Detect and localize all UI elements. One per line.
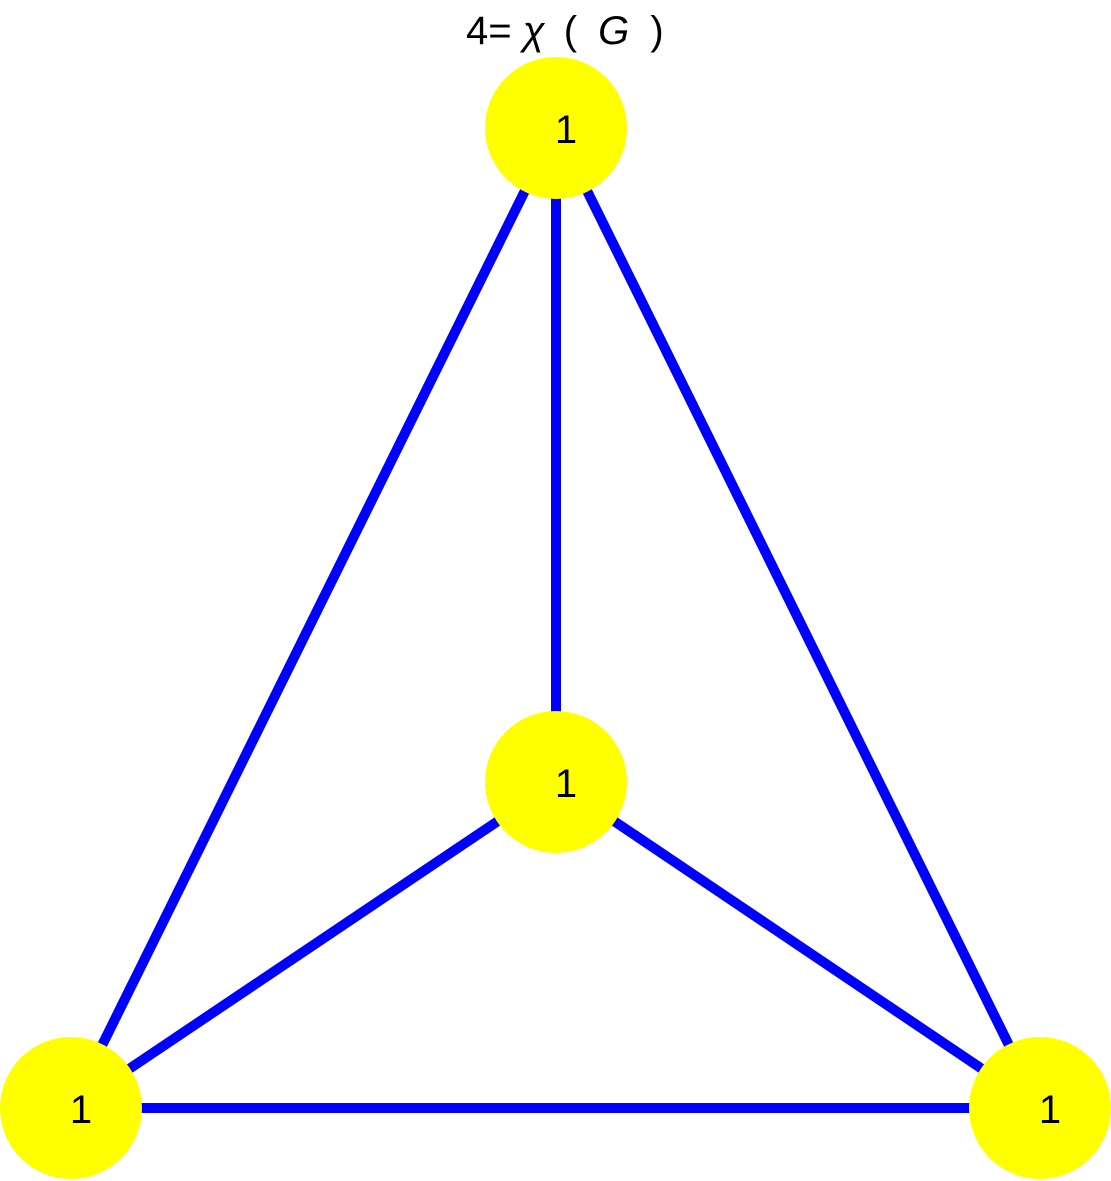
node-label-center: 1 [555,762,577,806]
title-chi: χ [520,9,546,53]
node-center: 1 [485,711,627,853]
node-bottom-left: 1 [0,1037,142,1179]
edge-top-bottom-right [551,125,1045,1111]
node-circle-center [485,711,627,853]
title-open-paren: ( [564,9,578,53]
node-circle-bottom-left [0,1037,142,1179]
node-top: 1 [485,57,627,199]
chromatic-number-title: 4= χ ( G ) [466,9,664,53]
node-bottom-right: 1 [969,1037,1111,1179]
edge-top-bottom-left [66,125,561,1111]
title-graph-symbol: G [598,9,629,53]
node-label-top: 1 [555,108,577,152]
edge-center-bottom-left [68,777,559,1113]
node-circle-top [485,57,627,199]
title-close-paren: ) [650,9,663,53]
node-layer: 1 1 1 1 [0,57,1111,1179]
node-circle-bottom-right [969,1037,1111,1179]
node-label-bottom-right: 1 [1039,1088,1061,1132]
title-prefix: 4= [466,9,512,53]
edge-center-bottom-right [553,777,1043,1113]
node-label-bottom-left: 1 [70,1088,92,1132]
edge-layer [66,125,1045,1113]
